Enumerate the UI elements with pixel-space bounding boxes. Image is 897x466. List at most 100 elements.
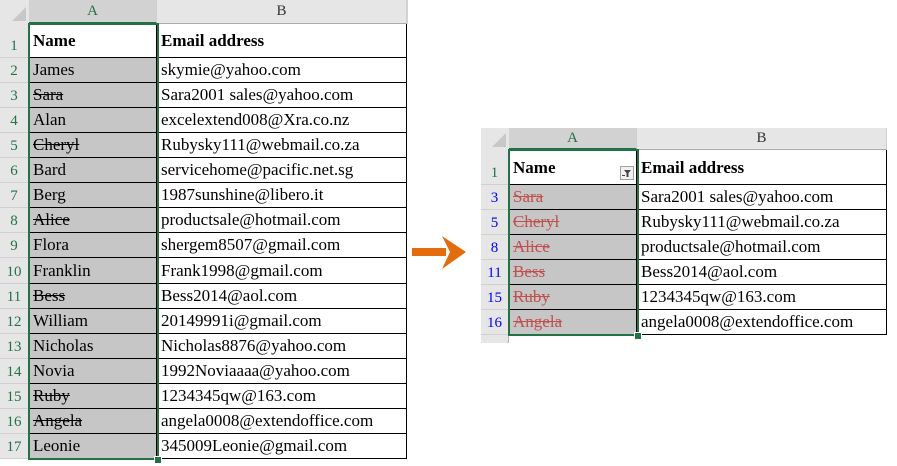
- row-header[interactable]: 7: [0, 183, 29, 209]
- cell-text: productsale@hotmail.com: [161, 210, 341, 230]
- email-cell[interactable]: angela0008@extendoffice.com: [637, 310, 887, 335]
- row-header[interactable]: 8: [481, 235, 509, 260]
- name-cell[interactable]: Franklin: [29, 258, 157, 284]
- name-cell[interactable]: Leonie: [29, 433, 157, 459]
- row-header[interactable]: 11: [481, 260, 509, 285]
- cell-text: Email address: [641, 158, 745, 177]
- cell-text: Sara2001 sales@yahoo.com: [641, 187, 834, 206]
- header-cell-name[interactable]: Name: [29, 24, 157, 58]
- column-header-b[interactable]: B: [157, 0, 407, 24]
- cell-text: Nicholas: [33, 335, 94, 355]
- name-cell[interactable]: Bess: [509, 260, 637, 285]
- email-cell[interactable]: Rubysky111@webmail.co.za: [157, 133, 407, 159]
- name-cell[interactable]: Angela: [509, 310, 637, 335]
- row-header[interactable]: 15: [0, 383, 29, 409]
- row-header[interactable]: 5: [0, 133, 29, 159]
- email-cell[interactable]: Rubysky111@webmail.co.za: [637, 210, 887, 235]
- filter-dropdown-button[interactable]: [620, 166, 634, 180]
- row-header[interactable]: 5: [481, 210, 509, 235]
- email-cell[interactable]: Bess2014@aol.com: [637, 260, 887, 285]
- row-header[interactable]: 14: [0, 358, 29, 384]
- email-cell[interactable]: Sara2001 sales@yahoo.com: [637, 185, 887, 210]
- column-header-a[interactable]: A: [509, 128, 637, 150]
- row-header[interactable]: 9: [0, 233, 29, 259]
- cell-text: Name: [33, 31, 76, 50]
- name-cell[interactable]: Novia: [29, 358, 157, 384]
- email-cell[interactable]: excelextend008@Xra.co.nz: [157, 108, 407, 134]
- email-cell[interactable]: 1234345qw@163.com: [637, 285, 887, 310]
- name-cell[interactable]: Sara: [509, 185, 637, 210]
- email-cell[interactable]: skymie@yahoo.com: [157, 58, 407, 84]
- row-header[interactable]: 12: [0, 308, 29, 334]
- row-header[interactable]: 16: [481, 310, 509, 335]
- row-header[interactable]: 4: [0, 108, 29, 134]
- cell-text: 1992Noviaaaa@yahoo.com: [161, 360, 350, 380]
- cell-text: excelextend008@Xra.co.nz: [161, 110, 350, 130]
- row-header[interactable]: 11: [0, 283, 29, 309]
- cell-text: angela0008@extendoffice.com: [161, 410, 374, 430]
- email-cell[interactable]: 1987sunshine@libero.it: [157, 183, 407, 209]
- name-cell[interactable]: Ruby: [509, 285, 637, 310]
- row-header-partial: [481, 335, 509, 343]
- name-cell[interactable]: Alice: [509, 235, 637, 260]
- name-cell[interactable]: Angela: [29, 408, 157, 434]
- cell-text: Frank1998@gmail.com: [161, 260, 323, 280]
- select-all-corner[interactable]: [481, 128, 510, 151]
- email-cell[interactable]: Bess2014@aol.com: [157, 283, 407, 309]
- email-cell[interactable]: 1992Noviaaaa@yahoo.com: [157, 358, 407, 384]
- cell-text: Leonie: [33, 435, 81, 455]
- row-header[interactable]: 10: [0, 258, 29, 284]
- email-cell[interactable]: angela0008@extendoffice.com: [157, 408, 407, 434]
- name-cell[interactable]: William: [29, 308, 157, 334]
- cell-text: Bess2014@aol.com: [641, 262, 778, 281]
- cell-text: Nicholas8876@yahoo.com: [161, 335, 347, 355]
- email-cell[interactable]: 345009Leonie@gmail.com: [157, 433, 407, 459]
- row-header[interactable]: 6: [0, 158, 29, 184]
- name-cell[interactable]: Cheryl: [29, 133, 157, 159]
- cell-text: skymie@yahoo.com: [161, 60, 301, 80]
- row-header[interactable]: 13: [0, 333, 29, 359]
- email-cell[interactable]: 1234345qw@163.com: [157, 383, 407, 409]
- row-header[interactable]: 1: [481, 150, 509, 185]
- email-cell[interactable]: servicehome@pacific.net.sg: [157, 158, 407, 184]
- name-cell[interactable]: Bard: [29, 158, 157, 184]
- email-cell[interactable]: Sara2001 sales@yahoo.com: [157, 83, 407, 109]
- header-cell-name[interactable]: Name: [509, 150, 637, 185]
- row-header[interactable]: 3: [0, 83, 29, 109]
- cell-text: Cheryl: [513, 212, 560, 231]
- email-cell[interactable]: productsale@hotmail.com: [157, 208, 407, 234]
- name-cell[interactable]: Ruby: [29, 383, 157, 409]
- name-cell[interactable]: Alice: [29, 208, 157, 234]
- row-header[interactable]: 3: [481, 185, 509, 210]
- cell-text: William: [33, 310, 89, 330]
- cell-text: Angela: [33, 410, 83, 430]
- header-cell-email[interactable]: Email address: [637, 150, 887, 185]
- select-all-corner[interactable]: [0, 0, 30, 25]
- name-cell[interactable]: Sara: [29, 83, 157, 109]
- email-cell[interactable]: 20149991i@gmail.com: [157, 308, 407, 334]
- header-cell-email[interactable]: Email address: [157, 24, 407, 58]
- row-header[interactable]: 8: [0, 208, 29, 234]
- name-cell[interactable]: Flora: [29, 233, 157, 259]
- name-cell[interactable]: Berg: [29, 183, 157, 209]
- email-cell[interactable]: Frank1998@gmail.com: [157, 258, 407, 284]
- fill-handle[interactable]: [634, 332, 642, 340]
- fill-handle[interactable]: [154, 456, 162, 464]
- email-cell[interactable]: productsale@hotmail.com: [637, 235, 887, 260]
- arrow-right-icon: [412, 236, 466, 269]
- column-header-b[interactable]: B: [637, 128, 887, 150]
- name-cell[interactable]: Alan: [29, 108, 157, 134]
- name-cell[interactable]: Cheryl: [509, 210, 637, 235]
- email-cell[interactable]: shergem8507@gmail.com: [157, 233, 407, 259]
- row-header[interactable]: 16: [0, 408, 29, 434]
- row-header[interactable]: 17: [0, 433, 29, 459]
- name-cell[interactable]: Nicholas: [29, 333, 157, 359]
- name-cell[interactable]: James: [29, 58, 157, 84]
- email-cell[interactable]: Nicholas8876@yahoo.com: [157, 333, 407, 359]
- column-header-a[interactable]: A: [29, 0, 157, 24]
- row-header[interactable]: 15: [481, 285, 509, 310]
- row-header[interactable]: 1: [0, 24, 29, 58]
- name-cell[interactable]: Bess: [29, 283, 157, 309]
- cell-text: Rubysky111@webmail.co.za: [641, 212, 840, 231]
- row-header[interactable]: 2: [0, 58, 29, 84]
